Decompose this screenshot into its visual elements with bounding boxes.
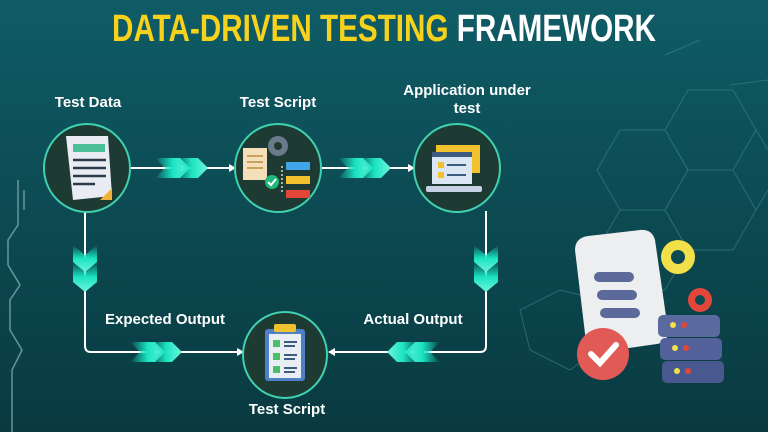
application-label-line1: Application under [403, 82, 531, 99]
document-icon [66, 136, 112, 200]
gear-icon [661, 240, 695, 274]
expected-output-label: Expected Output [104, 311, 226, 328]
chevron-arrow-right-icon [155, 158, 208, 178]
clipboard-checklist-icon [265, 324, 305, 381]
chevron-arrow-down-icon [73, 245, 97, 292]
page-title: DATA-DRIVEN TESTING FRAMEWORK [112, 8, 656, 50]
test-data-label: Test Data [54, 94, 122, 111]
application-label-line2: test [453, 100, 481, 117]
chevron-arrow-down-icon [474, 245, 498, 292]
server-icon [658, 315, 724, 383]
test-script-result-label: Test Script [248, 401, 326, 418]
test-script-label: Test Script [239, 94, 317, 111]
chevron-arrow-right-icon [130, 342, 182, 362]
actual-output-label: Actual Output [363, 311, 463, 328]
gear-icon [688, 288, 712, 312]
testing-illustration [575, 229, 724, 383]
circuit-decoration [7, 180, 25, 432]
application-window-icon [426, 145, 482, 192]
check-badge-icon [577, 328, 629, 380]
chevron-arrow-right-icon [338, 158, 391, 178]
arrowheads [229, 164, 415, 356]
script-gear-icon [243, 136, 310, 198]
chevron-arrow-left-icon [387, 342, 440, 362]
